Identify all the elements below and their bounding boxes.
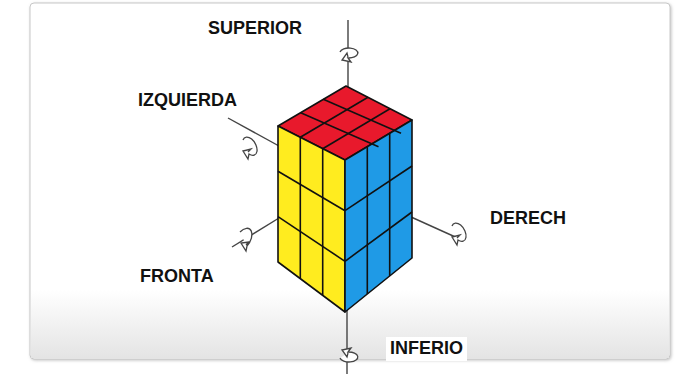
frame (30, 3, 670, 359)
rotation-arrows (240, 48, 466, 362)
axis-label: INFERIO (386, 337, 467, 361)
axis-label: IZQUIERDA (134, 89, 241, 113)
axis-label: FRONTA (136, 265, 218, 289)
axis-label: DERECH (486, 207, 570, 231)
axes (228, 20, 462, 374)
rubiks-cube (278, 86, 412, 312)
axis-label: SUPERIOR (204, 17, 306, 41)
